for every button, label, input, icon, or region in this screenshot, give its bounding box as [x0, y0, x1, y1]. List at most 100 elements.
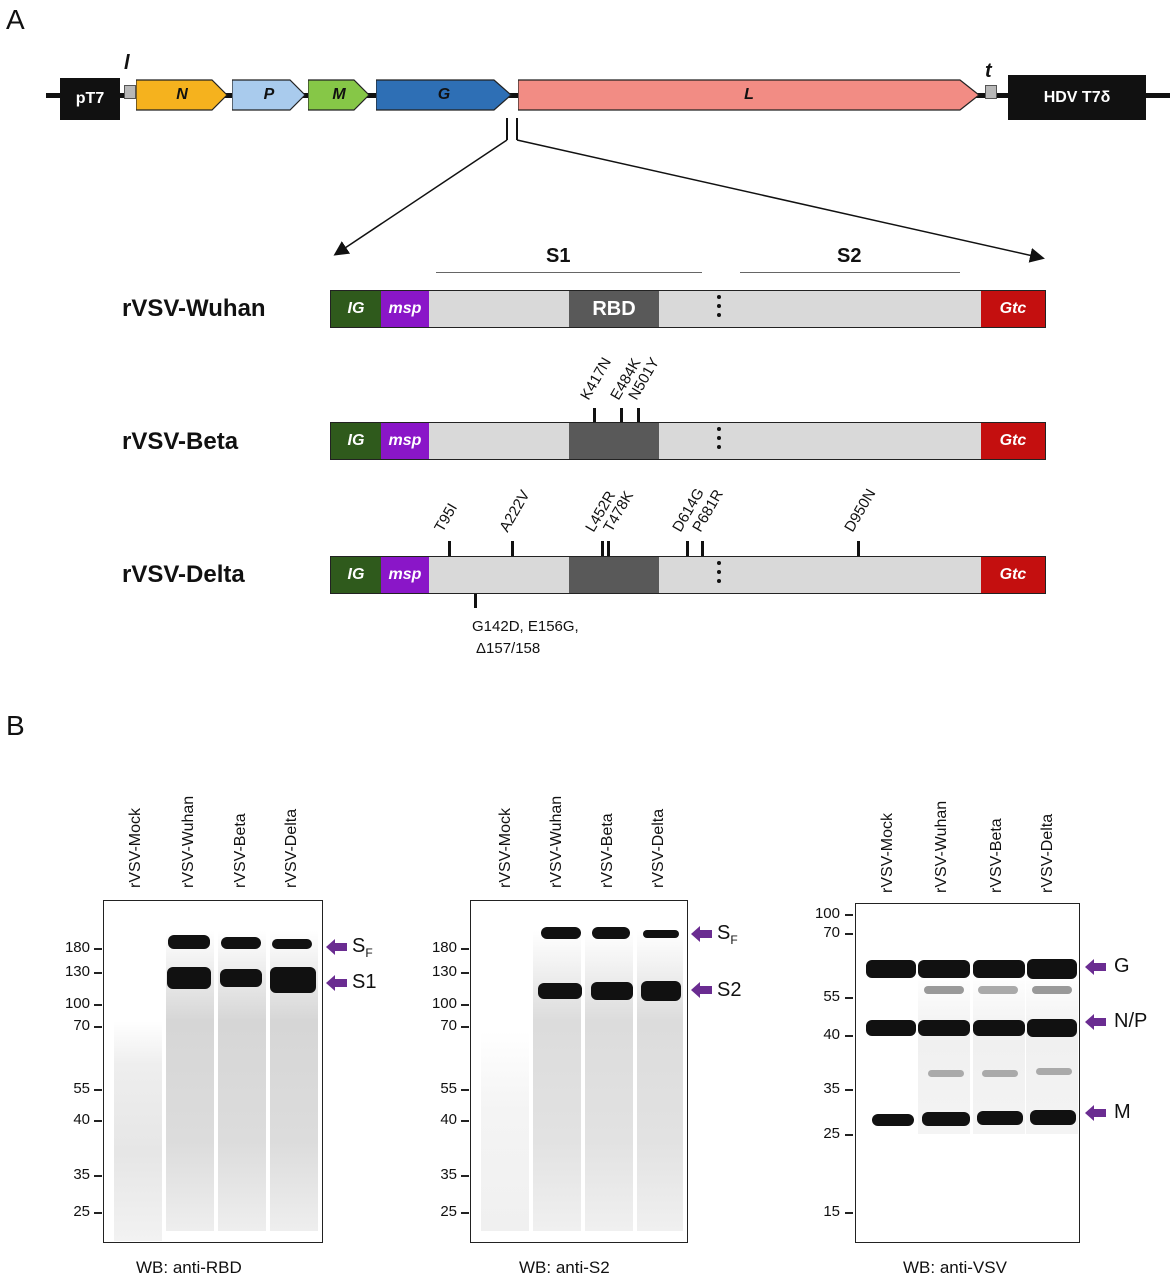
mutation-label-below: Δ157/158	[476, 640, 541, 657]
mw-marker: 35	[440, 1166, 457, 1183]
mw-marker: 180	[64, 939, 90, 956]
construct-name-wuhan: rVSV-Wuhan	[122, 295, 266, 322]
band-faint	[1032, 986, 1072, 994]
blot-membrane	[855, 903, 1080, 1243]
lane-label: rVSV-Mock	[497, 807, 514, 888]
band-np	[973, 1020, 1025, 1036]
lane-label: rVSV-Mock	[879, 812, 896, 893]
mw-marker: 70	[823, 924, 840, 941]
mw-marker: 100	[814, 905, 840, 922]
mutation-tick	[686, 541, 689, 556]
s1-label: S1	[546, 245, 571, 267]
construct-name-delta: rVSV-Delta	[122, 561, 245, 588]
ig-segment: IG	[331, 423, 381, 459]
rbd-segment	[569, 423, 659, 459]
msp-label: msp	[388, 300, 422, 317]
mw-tick	[94, 1120, 102, 1122]
promoter-label: pT7	[75, 90, 105, 107]
gtc-segment: Gtc	[981, 291, 1045, 327]
band-label: S1	[352, 971, 377, 993]
gene-m: M	[308, 79, 370, 111]
mutation-tick	[448, 541, 451, 556]
mutation-tick	[701, 541, 704, 556]
mw-marker: 130	[431, 963, 457, 980]
band-arrow-icon	[1085, 1014, 1106, 1030]
mw-tick	[94, 972, 102, 974]
s2-label: S2	[837, 245, 862, 267]
band-sf	[272, 939, 312, 949]
cleavage-dots	[717, 295, 721, 322]
mutation-tick	[637, 408, 640, 422]
band-faint	[924, 986, 964, 994]
mw-marker: 55	[73, 1080, 90, 1097]
terminator-label: HDV T7δ	[1043, 88, 1111, 106]
band-np	[1027, 1019, 1077, 1037]
band-arrow-icon	[691, 926, 712, 942]
mw-tick	[461, 972, 469, 974]
mw-tick	[94, 1089, 102, 1091]
band-s1	[270, 967, 316, 993]
mw-tick	[461, 948, 469, 950]
mw-marker: 40	[440, 1111, 457, 1128]
mw-tick	[94, 1212, 102, 1214]
blot-membrane	[470, 900, 688, 1243]
band-arrow-icon	[1085, 959, 1106, 975]
mw-tick	[845, 1035, 853, 1037]
gene-p: P	[232, 79, 306, 111]
mw-tick	[461, 1004, 469, 1006]
lane-label: rVSV-Delta	[283, 808, 300, 888]
gene-m-label: M	[332, 86, 346, 103]
gene-p-label: P	[263, 86, 275, 103]
lane-smear	[533, 931, 581, 1231]
lane-smear	[637, 931, 683, 1231]
trailer-box	[985, 85, 997, 99]
mutation-label: T95I	[431, 500, 462, 535]
ig-segment: IG	[331, 557, 381, 593]
lane-label: rVSV-Beta	[599, 813, 616, 888]
mw-marker: 40	[823, 1026, 840, 1043]
lane-label: rVSV-Mock	[127, 807, 144, 888]
mutation-tick	[511, 541, 514, 556]
band-label: M	[1114, 1101, 1131, 1123]
mw-tick	[845, 997, 853, 999]
band-label: SF	[352, 935, 373, 960]
band-sf	[643, 930, 679, 938]
promoter-box: pT7	[60, 78, 120, 120]
ig-label: IG	[347, 300, 365, 317]
band-s2	[641, 981, 681, 1001]
s1-bracket	[436, 272, 702, 273]
insertion-expand-arrows	[333, 118, 1045, 263]
msp-segment: msp	[381, 423, 429, 459]
gtc-label: Gtc	[999, 432, 1027, 449]
band-np	[866, 1020, 916, 1036]
lane-label: rVSV-Beta	[232, 813, 249, 888]
band-arrow-icon	[326, 975, 347, 991]
s2-bracket	[740, 272, 960, 273]
mw-tick	[845, 1089, 853, 1091]
band-np	[918, 1020, 970, 1036]
band-s2	[538, 983, 582, 999]
band-g	[973, 960, 1025, 978]
cleavage-dots	[717, 427, 721, 454]
band-sf	[168, 935, 210, 949]
rbd-segment: RBD	[569, 291, 659, 327]
lane-smear	[114, 1021, 162, 1241]
gtc-segment: Gtc	[981, 557, 1045, 593]
msp-label: msp	[388, 566, 422, 583]
construct-bar-delta: IG msp Gtc	[330, 556, 1046, 594]
mutation-tick	[620, 408, 623, 422]
mutation-tick	[601, 541, 604, 556]
gene-g-label: G	[437, 86, 451, 103]
ig-segment: IG	[331, 291, 381, 327]
mw-marker: 55	[440, 1080, 457, 1097]
mutation-label-below: G142D, E156G,	[472, 618, 579, 635]
construct-name-beta: rVSV-Beta	[122, 428, 239, 455]
ig-label: IG	[347, 566, 365, 583]
gene-l: L	[518, 79, 980, 111]
mw-marker: 35	[823, 1080, 840, 1097]
mw-marker: 130	[64, 963, 90, 980]
rbd-segment	[569, 557, 659, 593]
mw-tick	[845, 914, 853, 916]
mw-tick	[461, 1212, 469, 1214]
blot-caption: WB: anti-VSV	[903, 1258, 1007, 1277]
